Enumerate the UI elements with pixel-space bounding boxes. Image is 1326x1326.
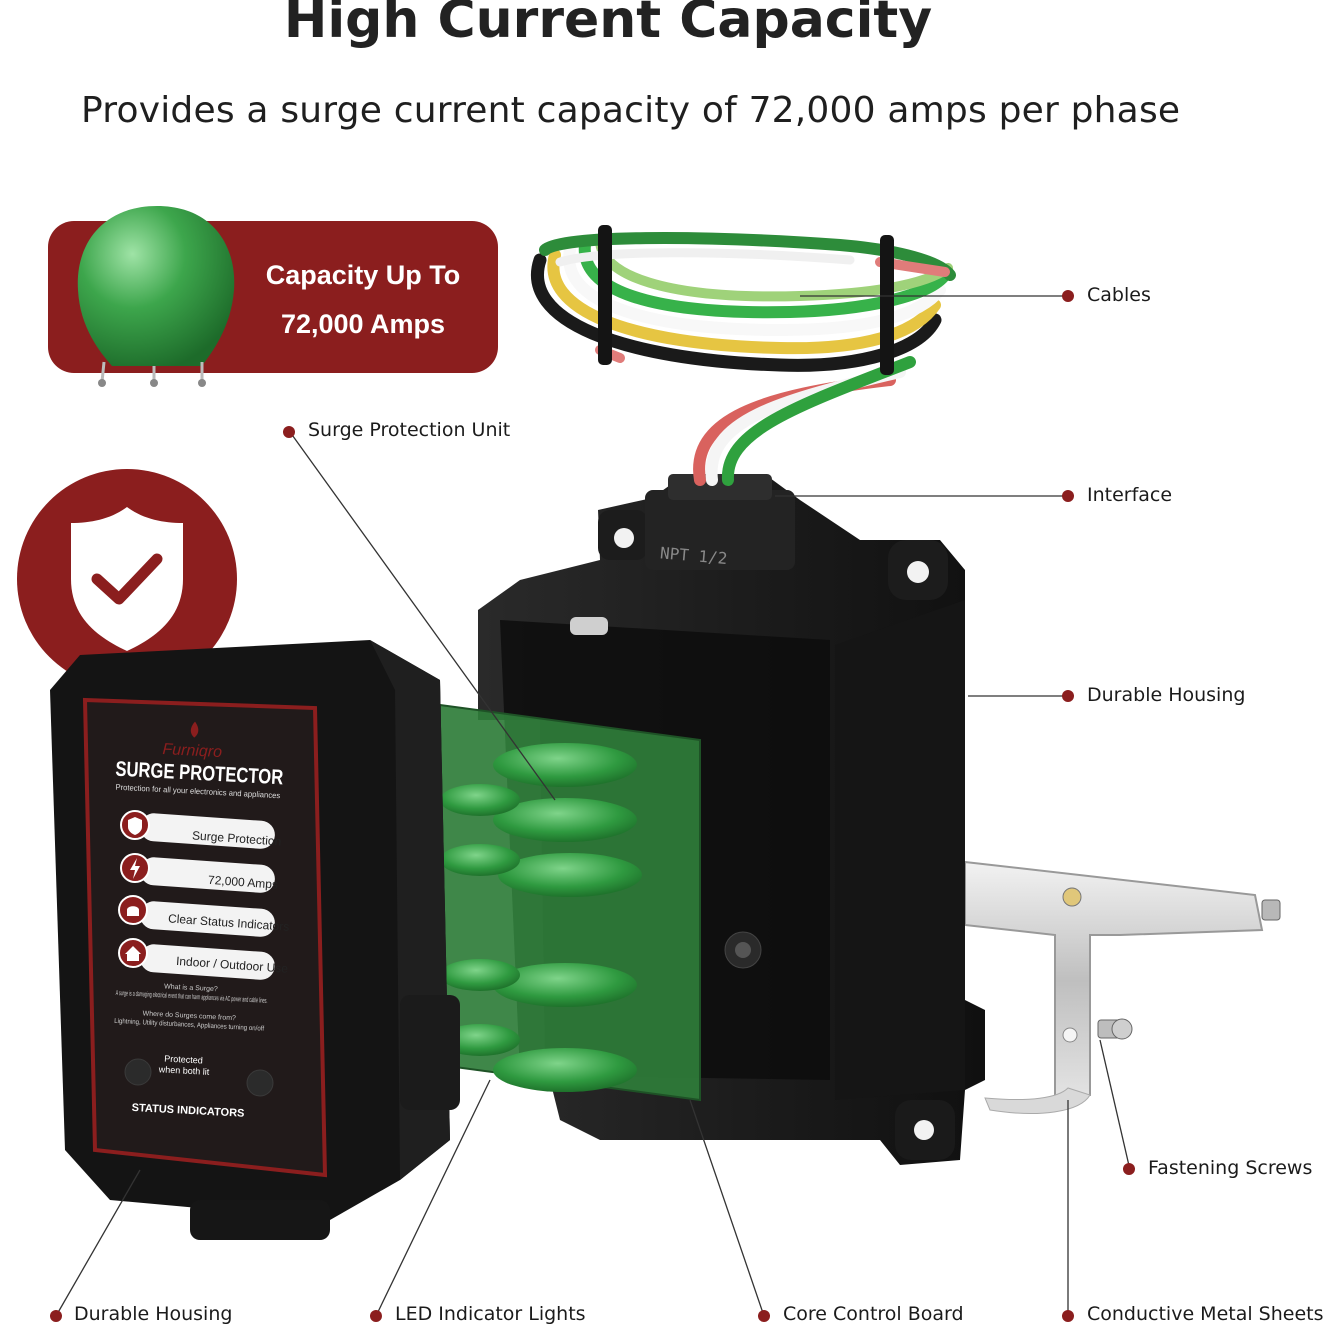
- page-subtitle: Provides a surge current capacity of 72,…: [81, 90, 1181, 131]
- callout-conductive-metal-sheets: Conductive Metal Sheets: [1087, 1303, 1324, 1325]
- varistor-icon: [77, 206, 235, 387]
- panel-feature-label: 72,000 Amps: [208, 873, 279, 892]
- callout-dot-durable-housing-bottom: [50, 1310, 62, 1322]
- callout-fastening-screws: Fastening Screws: [1148, 1157, 1313, 1179]
- status-indicators-label: STATUS INDICATORS: [131, 1102, 244, 1120]
- panel-feature-item: 72,000 Amps: [120, 853, 279, 893]
- faq-question-1: What is a Surge?: [164, 983, 218, 993]
- callout-interface: Interface: [1087, 484, 1173, 506]
- panel-feature-item: Indoor / Outdoor Use: [118, 938, 289, 980]
- alarm-light-icon: [127, 906, 139, 916]
- callout-led-indicator-lights: LED Indicator Lights: [395, 1303, 586, 1325]
- callout-dot-durable-housing-right: [1062, 690, 1074, 702]
- callout-surge-protection-unit: Surge Protection Unit: [308, 419, 511, 441]
- panel-feature-list: Surge Protection 72,000 Amps Clear Statu…: [118, 810, 290, 980]
- callout-core-control-board: Core Control Board: [783, 1303, 964, 1325]
- callout-dot-surge-protection-unit: [283, 426, 295, 438]
- conductive-metal-sheet: [964, 860, 1264, 1114]
- cable-bundle: [531, 225, 956, 486]
- shield-check-icon: [128, 817, 142, 835]
- callout-dot-led-indicator-lights: [370, 1310, 382, 1322]
- callout-durable-housing-bottom: Durable Housing: [74, 1303, 233, 1325]
- lightning-icon: [130, 858, 140, 879]
- protected-note-line-1: Protected: [164, 1054, 203, 1066]
- protected-note-line-2: when both lit: [157, 1064, 209, 1077]
- fastening-screw: [1097, 899, 1281, 1040]
- callout-dot-fastening-screws: [1123, 1163, 1135, 1175]
- faq-question-2: Where do Surges come from?: [142, 1010, 236, 1022]
- varistor-discs: [440, 743, 642, 1092]
- shield-check-badge-icon: [17, 469, 237, 689]
- front-cover: [50, 640, 460, 1240]
- panel-feature-item: Surge Protection: [120, 810, 282, 849]
- interface-fitting: NPT 1/2: [645, 474, 795, 570]
- brand-name: Furniqro: [162, 741, 222, 761]
- callout-cables: Cables: [1087, 284, 1151, 306]
- capacity-line-2: 72,000 Amps: [280, 309, 446, 339]
- page-title: High Current Capacity: [283, 0, 933, 50]
- home-icon: [125, 946, 141, 961]
- callout-dot-interface: [1062, 490, 1074, 502]
- brand-logo-icon: [190, 721, 199, 738]
- capacity-text: Capacity Up To 72,000 Amps: [248, 251, 478, 349]
- panel-feature-item: Clear Status Indicators: [118, 895, 290, 937]
- callout-dot-cables: [1062, 290, 1074, 302]
- callout-leader-lines: [55, 295, 1131, 1317]
- callout-durable-housing-right: Durable Housing: [1087, 684, 1246, 706]
- callout-dot-core-control-board: [758, 1310, 770, 1322]
- panel-feature-label: Surge Protection: [192, 828, 282, 848]
- callout-dot-conductive-metal-sheets: [1062, 1310, 1074, 1322]
- capacity-line-1: Capacity Up To: [265, 260, 461, 290]
